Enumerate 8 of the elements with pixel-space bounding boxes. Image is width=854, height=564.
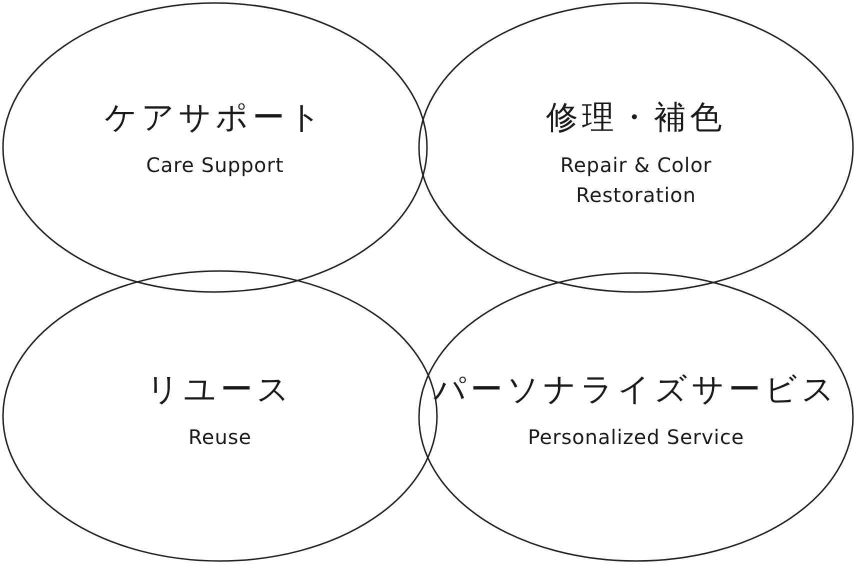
english-subtitle: Care Support [146,152,284,180]
english-subtitle: Reuse [188,424,252,452]
japanese-title: パーソナライズサービス [434,370,838,408]
english-subtitle: Repair & Color Restoration [559,152,713,210]
japanese-title: ケアサポート [104,98,326,136]
japanese-title: リユース [146,370,294,408]
english-subtitle: Personalized Service [528,424,744,452]
japanese-title: 修理・補色 [546,98,726,136]
